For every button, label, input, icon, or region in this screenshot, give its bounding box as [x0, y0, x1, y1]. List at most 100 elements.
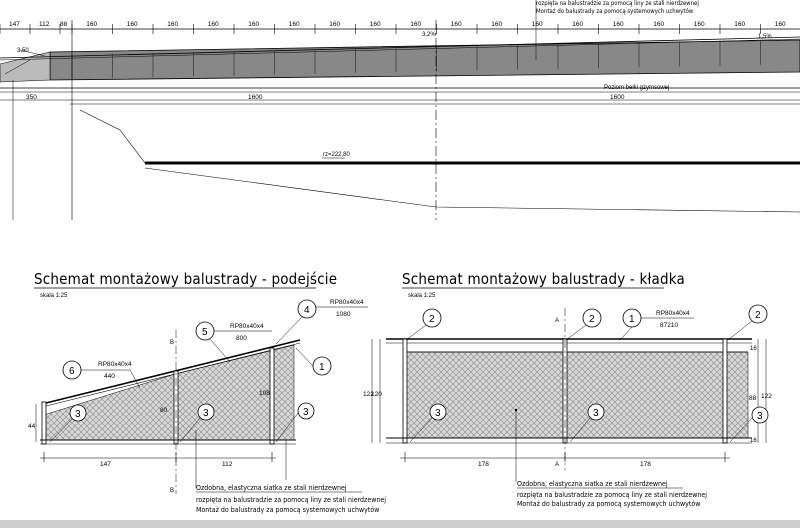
- beam-level-label: Poziom belki gzymsowej: [604, 85, 669, 91]
- right-note-line3: Montaż do balustrady za pomocą systemowy…: [517, 500, 700, 508]
- top-dim-label: 147: [9, 21, 20, 28]
- right-callout-1[interactable]: 1: [619, 308, 694, 341]
- left-callout-3c[interactable]: 3: [275, 402, 315, 443]
- right-callout-3b[interactable]: 3: [569, 403, 605, 443]
- section-a-top: A: [555, 318, 559, 324]
- right-dim-178b: 178: [640, 461, 651, 468]
- svg-text:2: 2: [755, 310, 761, 321]
- right-mesh-panel: [403, 351, 749, 439]
- top-dim-label: 160: [491, 21, 502, 28]
- top-dim-label: 160: [613, 21, 624, 28]
- top-dim-label: 160: [532, 21, 543, 28]
- right-v88: 88: [749, 395, 757, 402]
- right-callout-2a[interactable]: 2: [405, 308, 442, 341]
- right-note-line1: Ozdobna, elastyczna siatka ze stali nier…: [517, 480, 668, 488]
- svg-text:6: 6: [69, 366, 75, 377]
- right-scale: skala 1:25: [408, 293, 436, 299]
- left-rp6-b: 440: [104, 373, 115, 380]
- left-note-line1: Ozdobna, elastyczna siatka ze stali nier…: [196, 484, 347, 492]
- top-dim-label: 160: [248, 21, 259, 28]
- left-rp5-a: RP80x40x4: [230, 323, 264, 330]
- section-b-top: B: [170, 340, 174, 346]
- left-callout-3a[interactable]: 3: [49, 404, 87, 443]
- top-dim-label: 160: [694, 21, 705, 28]
- top-dim-label: 160: [451, 21, 462, 28]
- section-b-bottom: B: [170, 488, 174, 494]
- left-note-line2: rozpięta na balustradzie za pomocą liny …: [196, 496, 386, 504]
- right-rp1-a: RP80x40x4: [656, 310, 690, 317]
- svg-text:3: 3: [75, 409, 81, 420]
- right-note-line2: rozpięta na balustradzie za pomocą liny …: [517, 491, 707, 499]
- right-callout-2c[interactable]: 2: [727, 304, 768, 341]
- left-note-line3: Montaż do balustrady za pomocą systemowy…: [196, 506, 379, 514]
- right-mesh-note: Ozdobna, elastyczna siatka ze stali nier…: [517, 480, 707, 508]
- top-dim-label: 160: [572, 21, 583, 28]
- left-v80: 80: [160, 407, 168, 414]
- svg-text:3: 3: [203, 408, 209, 419]
- right-v122a: 122: [363, 391, 374, 398]
- left-rp4-a: RP80x40x4: [330, 299, 364, 306]
- right-schematic: Schemat montażowy balustrady - kładka sk…: [363, 270, 772, 482]
- left-rp6-a: RP80x40x4: [98, 361, 132, 368]
- top-dim-label: 160: [167, 21, 178, 28]
- left-mesh-note: Ozdobna, elastyczna siatka ze stali nier…: [196, 484, 386, 514]
- left-rp4-b: 1080: [336, 311, 351, 318]
- left-callout-5[interactable]: 5: [195, 321, 231, 363]
- top-dimension-ticks: 147 112 88 160 160 160 160 160 160 160 160 160 160 16…: [0, 21, 786, 34]
- left-v44: 44: [28, 423, 36, 430]
- left-callout-1[interactable]: 1: [295, 347, 332, 376]
- svg-text:1: 1: [319, 362, 325, 373]
- right-v16b: 16: [750, 438, 757, 444]
- dim-350: 350: [26, 94, 37, 101]
- svg-text:5: 5: [202, 327, 208, 338]
- bottom-strip: [0, 520, 800, 528]
- slope-label-2: 1,5%: [758, 34, 772, 40]
- left-callout-3b[interactable]: 3: [179, 403, 215, 443]
- left-v108: 108: [259, 390, 270, 397]
- right-title: Schemat montażowy balustrady - kładka: [402, 270, 685, 288]
- left-dim-147: 147: [100, 461, 111, 468]
- deck-band: [49, 39, 800, 81]
- left-rp5-b: 800: [236, 335, 247, 342]
- left-callout-4[interactable]: 4: [275, 299, 317, 345]
- left-slope-label: 3,50: [17, 48, 29, 54]
- top-elevation: 147 112 88 160 160 160 160 160 160 160 160 160 160 16…: [0, 0, 800, 220]
- top-dim-label: 160: [410, 21, 421, 28]
- left-title: Schemat montażowy balustrady - podejście: [34, 270, 337, 288]
- right-rp1-b: 87210: [660, 322, 678, 329]
- slope-label-1: 3,2%: [422, 32, 436, 38]
- top-posts: [71, 40, 761, 79]
- top-dim-label: 160: [86, 21, 97, 28]
- svg-text:2: 2: [589, 314, 595, 325]
- right-dim-178a: 178: [478, 461, 489, 468]
- dim-1600a: 1600: [248, 94, 263, 101]
- left-dim-112: 112: [222, 461, 233, 468]
- top-dim-label: 160: [127, 21, 138, 28]
- right-callout-3c[interactable]: 3: [729, 406, 769, 443]
- top-dim-label: 160: [734, 21, 745, 28]
- svg-text:3: 3: [593, 408, 599, 419]
- svg-text:3: 3: [303, 407, 309, 418]
- deck-approach: [0, 51, 51, 83]
- right-v16a: 16: [750, 346, 757, 352]
- right-callout-2b[interactable]: 2: [565, 308, 602, 341]
- svg-text:2: 2: [429, 314, 435, 325]
- left-schematic: Schemat montażowy balustrady - podejście…: [28, 270, 368, 494]
- top-dim-label: 112: [39, 21, 50, 28]
- svg-text:3: 3: [757, 411, 763, 422]
- right-callout-3a[interactable]: 3: [409, 403, 447, 443]
- left-mesh-panel: [43, 344, 295, 441]
- top-dim-label: 160: [289, 21, 300, 28]
- top-dim-label: 88: [60, 21, 68, 28]
- left-callout-6[interactable]: 6: [62, 360, 141, 389]
- top-dim-label: 160: [329, 21, 340, 28]
- dim-1600b: 1600: [610, 94, 625, 101]
- svg-text:1: 1: [629, 314, 635, 325]
- svg-text:4: 4: [304, 305, 310, 316]
- left-scale: skala 1:25: [40, 293, 68, 299]
- top-note-line1: rozpięta na balustradzie za pomocą liny …: [536, 0, 699, 7]
- top-dim-label: 160: [653, 21, 664, 28]
- top-dim-label: 160: [208, 21, 219, 28]
- svg-text:3: 3: [435, 408, 441, 419]
- right-v120: 120: [371, 391, 382, 398]
